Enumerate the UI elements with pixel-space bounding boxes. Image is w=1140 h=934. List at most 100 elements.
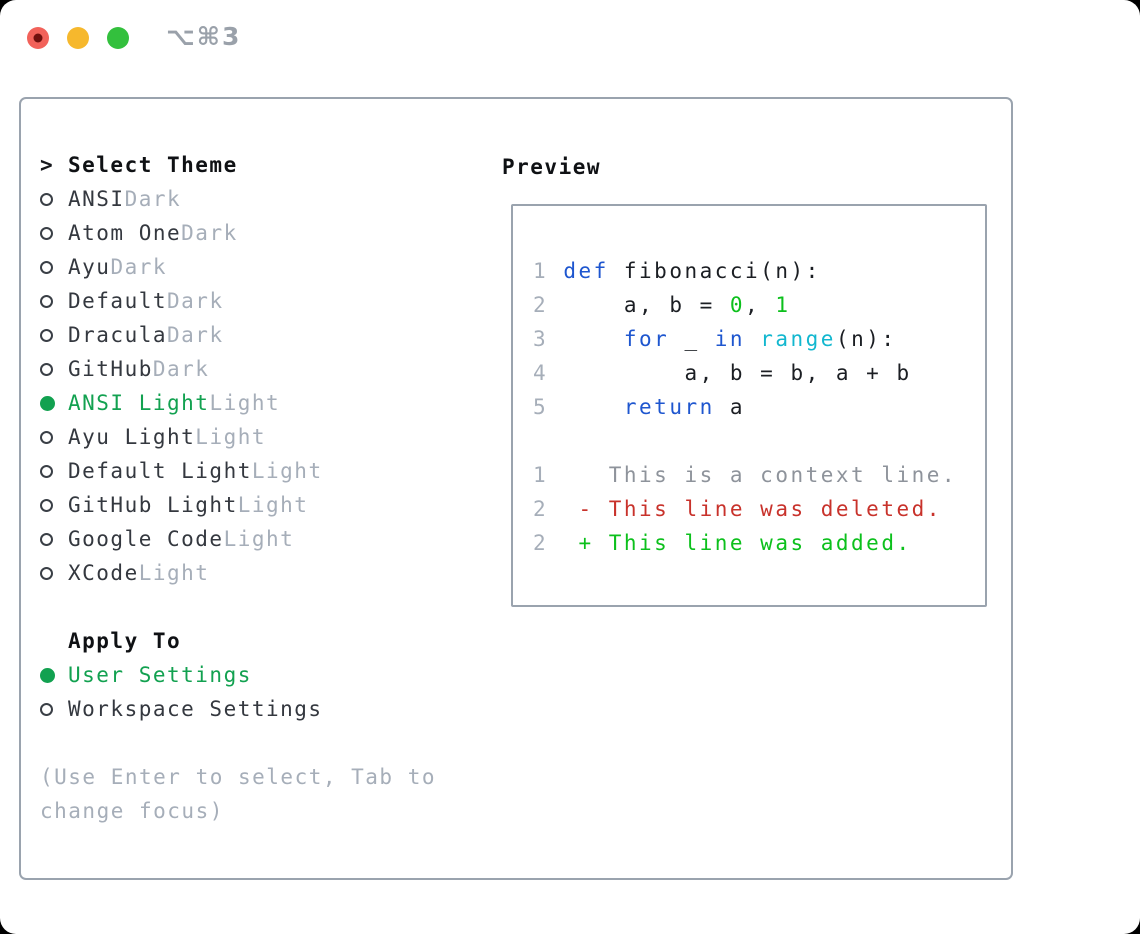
theme-option-ansi-light-light[interactable]: ANSI Light Light bbox=[40, 386, 470, 420]
radio-icon bbox=[40, 294, 53, 308]
theme-option-default-light-light[interactable]: Default Light Light bbox=[40, 454, 470, 488]
theme-name: XCode bbox=[68, 561, 139, 585]
radio-icon bbox=[40, 532, 53, 546]
theme-variant-badge: Dark bbox=[110, 255, 168, 279]
theme-name: Dracula bbox=[68, 323, 168, 347]
radio-icon bbox=[40, 702, 53, 716]
theme-variant-badge: Dark bbox=[167, 323, 224, 347]
theme-option-ayu-light-light[interactable]: Ayu Light Light bbox=[40, 420, 470, 454]
code-line: 2 - This line was deleted. bbox=[533, 492, 985, 526]
theme-option-default-dark[interactable]: Default Dark bbox=[40, 284, 470, 318]
radio-icon bbox=[40, 328, 53, 342]
theme-option-google-code-light[interactable]: Google Code Light bbox=[40, 522, 470, 556]
code-token: fibonacci(n): bbox=[608, 259, 821, 283]
theme-name: Default Light bbox=[68, 459, 252, 483]
theme-name: GitHub Light bbox=[68, 493, 238, 517]
code-line: 2 a, b = 0, 1 bbox=[533, 288, 985, 322]
theme-option-github-dark[interactable]: GitHub Dark bbox=[40, 352, 470, 386]
code-token: return bbox=[623, 395, 715, 419]
theme-option-ansi-dark[interactable]: ANSI Dark bbox=[40, 182, 470, 216]
code-token: (n): bbox=[835, 327, 897, 351]
code-token: range bbox=[760, 327, 836, 351]
theme-variant-badge: Light bbox=[237, 493, 309, 517]
zoom-button[interactable] bbox=[107, 27, 129, 49]
radio-icon bbox=[40, 464, 53, 478]
line-number: 5 bbox=[533, 395, 549, 419]
theme-variant-badge: Dark bbox=[181, 221, 238, 245]
line-number: 2 bbox=[533, 497, 549, 521]
theme-variant-badge: Light bbox=[223, 527, 295, 551]
theme-variant-badge: Light bbox=[195, 425, 267, 449]
theme-option-dracula-dark[interactable]: Dracula Dark bbox=[40, 318, 470, 352]
radio-icon bbox=[40, 192, 53, 206]
theme-name: ANSI Light bbox=[68, 391, 210, 415]
code-token bbox=[563, 531, 578, 555]
theme-name: Ayu Light bbox=[68, 425, 196, 449]
line-number: 3 bbox=[533, 327, 549, 351]
prompt-icon: > bbox=[40, 153, 55, 177]
code-line: 1 This is a context line. bbox=[533, 458, 985, 492]
apply-option-workspace-settings[interactable]: Workspace Settings bbox=[40, 692, 470, 726]
code-line: 4 a, b = b, a + b bbox=[533, 356, 985, 390]
radio-icon bbox=[40, 498, 53, 512]
theme-variant-badge: Light bbox=[251, 459, 323, 483]
radio-selected-icon bbox=[40, 667, 55, 683]
code-line: 3 for _ in range(n): bbox=[533, 322, 985, 356]
theme-option-atom-one-dark[interactable]: Atom One Dark bbox=[40, 216, 470, 250]
help-text: (Use Enter to select, Tab to change focu… bbox=[40, 765, 437, 823]
radio-icon bbox=[40, 362, 53, 376]
radio-icon bbox=[40, 260, 53, 274]
close-button[interactable] bbox=[27, 27, 49, 49]
radio-selected-icon bbox=[40, 395, 55, 411]
code-token: + This line was added. bbox=[578, 531, 912, 555]
apply-option-label: Workspace Settings bbox=[68, 697, 323, 721]
code-token: _ bbox=[669, 327, 715, 351]
code-line: 2 + This line was added. bbox=[533, 526, 985, 560]
theme-variant-badge: Dark bbox=[167, 289, 224, 313]
theme-name: Atom One bbox=[68, 221, 182, 245]
select-theme-heading: Select Theme bbox=[68, 153, 238, 177]
theme-name: Ayu bbox=[68, 255, 111, 279]
radio-icon bbox=[40, 430, 53, 444]
code-token: def bbox=[563, 259, 609, 283]
code-token: for bbox=[623, 327, 670, 351]
preview-heading: Preview bbox=[502, 155, 602, 179]
window-title: ⌥⌘3 bbox=[166, 22, 242, 51]
code-token bbox=[563, 497, 578, 521]
select-theme-heading-row: > Select Theme bbox=[40, 148, 470, 182]
apply-to-heading: Apply To bbox=[68, 629, 182, 653]
line-number: 1 bbox=[533, 463, 549, 487]
apply-option-user-settings[interactable]: User Settings bbox=[40, 658, 470, 692]
theme-name: GitHub bbox=[68, 357, 153, 381]
theme-variant-badge: Dark bbox=[152, 357, 210, 381]
code-token bbox=[563, 327, 624, 351]
code-token: , bbox=[745, 293, 776, 317]
theme-variant-badge: Light bbox=[138, 561, 210, 585]
code-token: a bbox=[714, 395, 746, 419]
code-line: 1 def fibonacci(n): bbox=[533, 254, 985, 288]
code-token: - This line was deleted. bbox=[578, 497, 942, 521]
radio-icon bbox=[40, 566, 53, 580]
theme-name: Default bbox=[68, 289, 168, 313]
apply-option-label: User Settings bbox=[68, 663, 252, 687]
radio-icon bbox=[40, 226, 53, 240]
minimize-button[interactable] bbox=[67, 27, 89, 49]
theme-option-xcode-light[interactable]: XCode Light bbox=[40, 556, 470, 590]
code-token bbox=[563, 395, 624, 419]
line-number: 4 bbox=[533, 361, 549, 385]
theme-variant-badge: Light bbox=[209, 391, 281, 415]
code-token: a, b = bbox=[563, 293, 730, 317]
theme-option-github-light-light[interactable]: GitHub Light Light bbox=[40, 488, 470, 522]
code-token: This is a context line. bbox=[563, 463, 958, 487]
theme-option-ayu-dark[interactable]: Ayu Dark bbox=[40, 250, 470, 284]
line-number: 2 bbox=[533, 293, 549, 317]
theme-name: ANSI bbox=[68, 187, 125, 211]
code-token: 0 bbox=[729, 293, 746, 317]
line-number: 2 bbox=[533, 531, 549, 555]
